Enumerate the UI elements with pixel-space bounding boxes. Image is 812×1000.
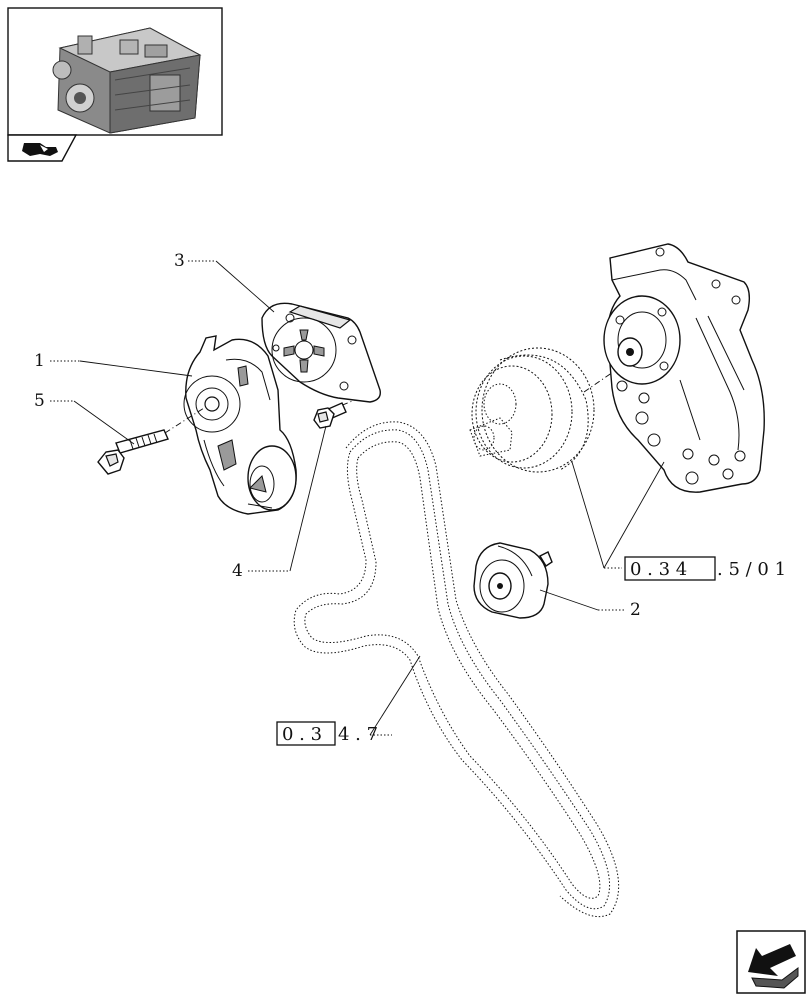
pump-housing xyxy=(603,243,765,493)
ref-a-tail: . 5 / 0 1 xyxy=(717,559,786,580)
idler-pulley-part-2 xyxy=(473,542,553,619)
ref-label-0-34-5-01[interactable]: 0 . 3 4 . 5 / 0 1 xyxy=(624,556,786,581)
callout-4: 4 xyxy=(232,561,243,581)
tensioner-part-1 xyxy=(183,335,297,515)
engine-thumbnail xyxy=(7,7,223,136)
bolt-part-5 xyxy=(97,429,169,475)
callout-2: 2 xyxy=(630,600,641,620)
next-page-arrow-icon[interactable] xyxy=(736,930,806,994)
ref-a-boxed: 0 . 3 4 xyxy=(630,559,687,580)
callout-3: 3 xyxy=(174,251,185,271)
callout-1: 1 xyxy=(34,351,45,371)
ref-b-tail: 4 . 7 xyxy=(338,724,378,745)
engine-icon xyxy=(52,27,202,134)
bracket-part-3 xyxy=(261,302,381,403)
ref-b-boxed: 0 . 3 xyxy=(282,724,322,745)
pump-pulley xyxy=(469,347,595,473)
leader-lines xyxy=(50,260,665,736)
engine-section-icon xyxy=(7,134,78,162)
ref-label-0-34-7[interactable]: 0 . 3 4 . 7 xyxy=(276,721,378,746)
callout-5: 5 xyxy=(34,391,45,411)
bolt-part-4 xyxy=(313,402,347,429)
drive-belt xyxy=(293,421,620,918)
